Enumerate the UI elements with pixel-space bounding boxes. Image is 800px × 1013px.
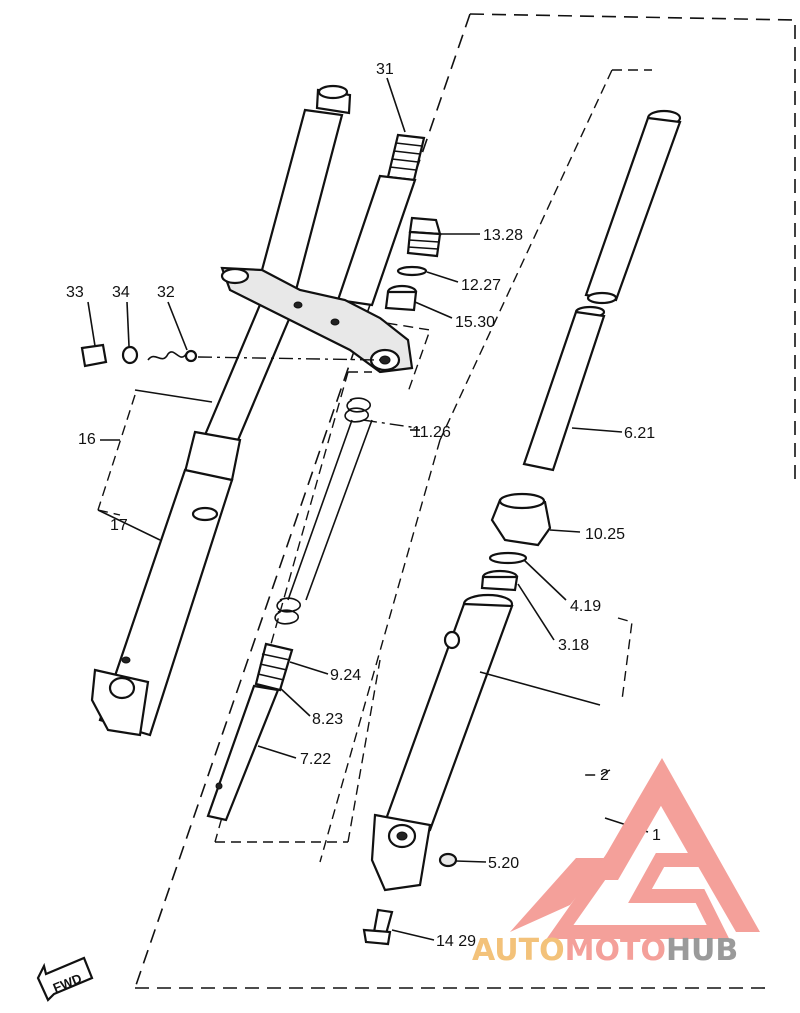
label-6-21: 6.21 bbox=[624, 425, 655, 442]
watermark-moto: MOTO bbox=[565, 933, 666, 968]
left-fork-leg bbox=[90, 84, 352, 737]
label-17: 17 bbox=[110, 517, 128, 534]
fork-spring bbox=[274, 397, 419, 625]
damper-rod bbox=[206, 642, 294, 822]
automotohub-watermark: AUTOMOTOHUB bbox=[472, 758, 760, 968]
label-5-20: 5.20 bbox=[488, 855, 519, 872]
label-9-24: 9.24 bbox=[330, 667, 361, 684]
label-13-28: 13.28 bbox=[483, 227, 523, 244]
cap-bolt-parts bbox=[384, 216, 442, 312]
label-16: 16 bbox=[78, 431, 96, 448]
label-33: 33 bbox=[66, 284, 84, 301]
assembly-frame bbox=[134, 13, 796, 989]
watermark-auto: AUTO bbox=[472, 933, 565, 968]
label-7-22: 7.22 bbox=[300, 751, 331, 768]
right-outer-tube bbox=[362, 593, 514, 946]
callout-labels: 31 13.28 12.27 15.30 33 34 32 11.26 16 1… bbox=[66, 61, 661, 950]
label-11-26: 11.26 bbox=[412, 424, 451, 441]
label-31: 31 bbox=[376, 61, 394, 78]
label-32: 32 bbox=[157, 284, 175, 301]
fwd-direction-badge: FWD bbox=[36, 956, 94, 1002]
label-34: 34 bbox=[112, 284, 130, 301]
label-14-29: 14 29 bbox=[436, 933, 476, 950]
right-inner-tube bbox=[522, 109, 682, 472]
label-15-30: 15.30 bbox=[455, 314, 495, 331]
label-3-18: 3.18 bbox=[558, 637, 589, 654]
label-10-25: 10.25 bbox=[585, 526, 625, 543]
label-2: 2 bbox=[600, 767, 609, 784]
watermark-hub: HUB bbox=[666, 933, 738, 968]
leader-lines bbox=[87, 77, 623, 941]
watermark-triangle-icon bbox=[510, 758, 760, 932]
steering-stem bbox=[220, 133, 426, 374]
label-8-23: 8.23 bbox=[312, 711, 343, 728]
seal-parts bbox=[480, 492, 552, 592]
label-1: 1 bbox=[652, 827, 661, 844]
label-4-19: 4.19 bbox=[570, 598, 601, 615]
label-12-27: 12.27 bbox=[461, 277, 501, 294]
svg-text:AUTOMOTOHUB: AUTOMOTOHUB bbox=[472, 933, 738, 968]
pinch-bolt-set bbox=[80, 343, 381, 368]
